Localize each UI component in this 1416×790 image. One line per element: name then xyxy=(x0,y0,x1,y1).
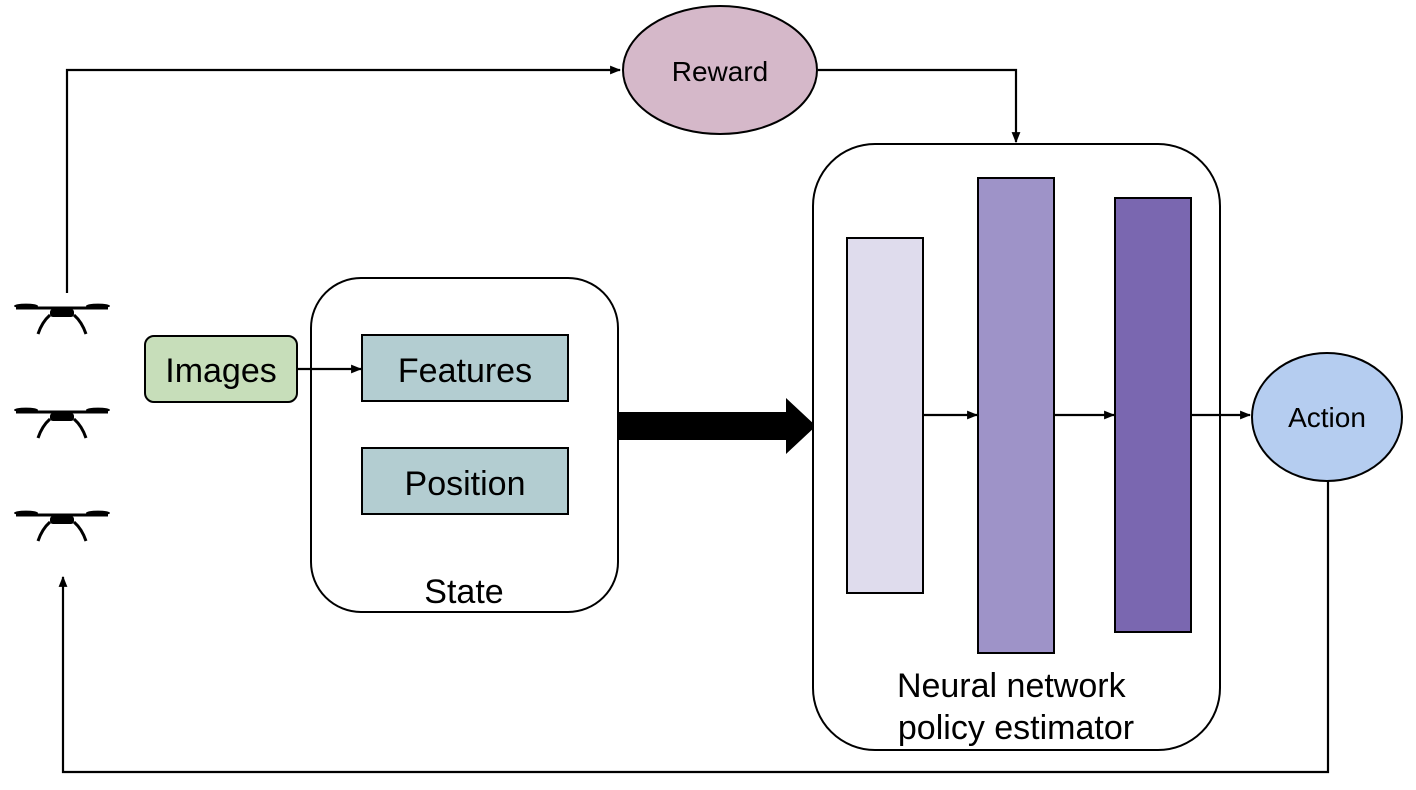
drone-icon xyxy=(12,302,112,336)
edge-action-to-drones xyxy=(58,481,1330,774)
reward-label: Reward xyxy=(672,56,768,87)
network-layers xyxy=(846,177,1192,654)
hidden-layer xyxy=(977,177,1055,654)
position-node: Position xyxy=(361,447,569,515)
features-box xyxy=(361,334,569,402)
action-node: Action xyxy=(1251,352,1403,482)
state-label: State xyxy=(424,573,503,611)
input-layer xyxy=(846,237,924,594)
policy-label-line1: Neural network xyxy=(897,667,1127,705)
reward-ellipse xyxy=(622,5,818,135)
edge-state-to-policy xyxy=(618,398,816,454)
thick-arrow xyxy=(618,398,816,454)
state-box xyxy=(310,277,619,613)
position-label: Position xyxy=(405,465,526,503)
features-node: Features xyxy=(361,334,569,402)
position-box xyxy=(361,447,569,515)
images-node: Images xyxy=(144,335,298,403)
features-label: Features xyxy=(398,352,532,390)
policy-label-line2: policy estimator xyxy=(898,709,1134,747)
drone-icon xyxy=(12,406,112,440)
action-ellipse xyxy=(1251,352,1403,482)
policy-label: Neural network policy estimator xyxy=(897,667,1135,747)
action-label: Action xyxy=(1288,402,1366,433)
state-container: State xyxy=(310,277,619,613)
drone-icon xyxy=(12,509,112,543)
drone-group xyxy=(12,302,112,543)
reward-node: Reward xyxy=(622,5,818,135)
edge-drones-to-reward xyxy=(65,65,622,293)
images-label: Images xyxy=(165,352,277,390)
edge-reward-to-policy xyxy=(818,68,1021,144)
output-layer xyxy=(1114,197,1192,633)
